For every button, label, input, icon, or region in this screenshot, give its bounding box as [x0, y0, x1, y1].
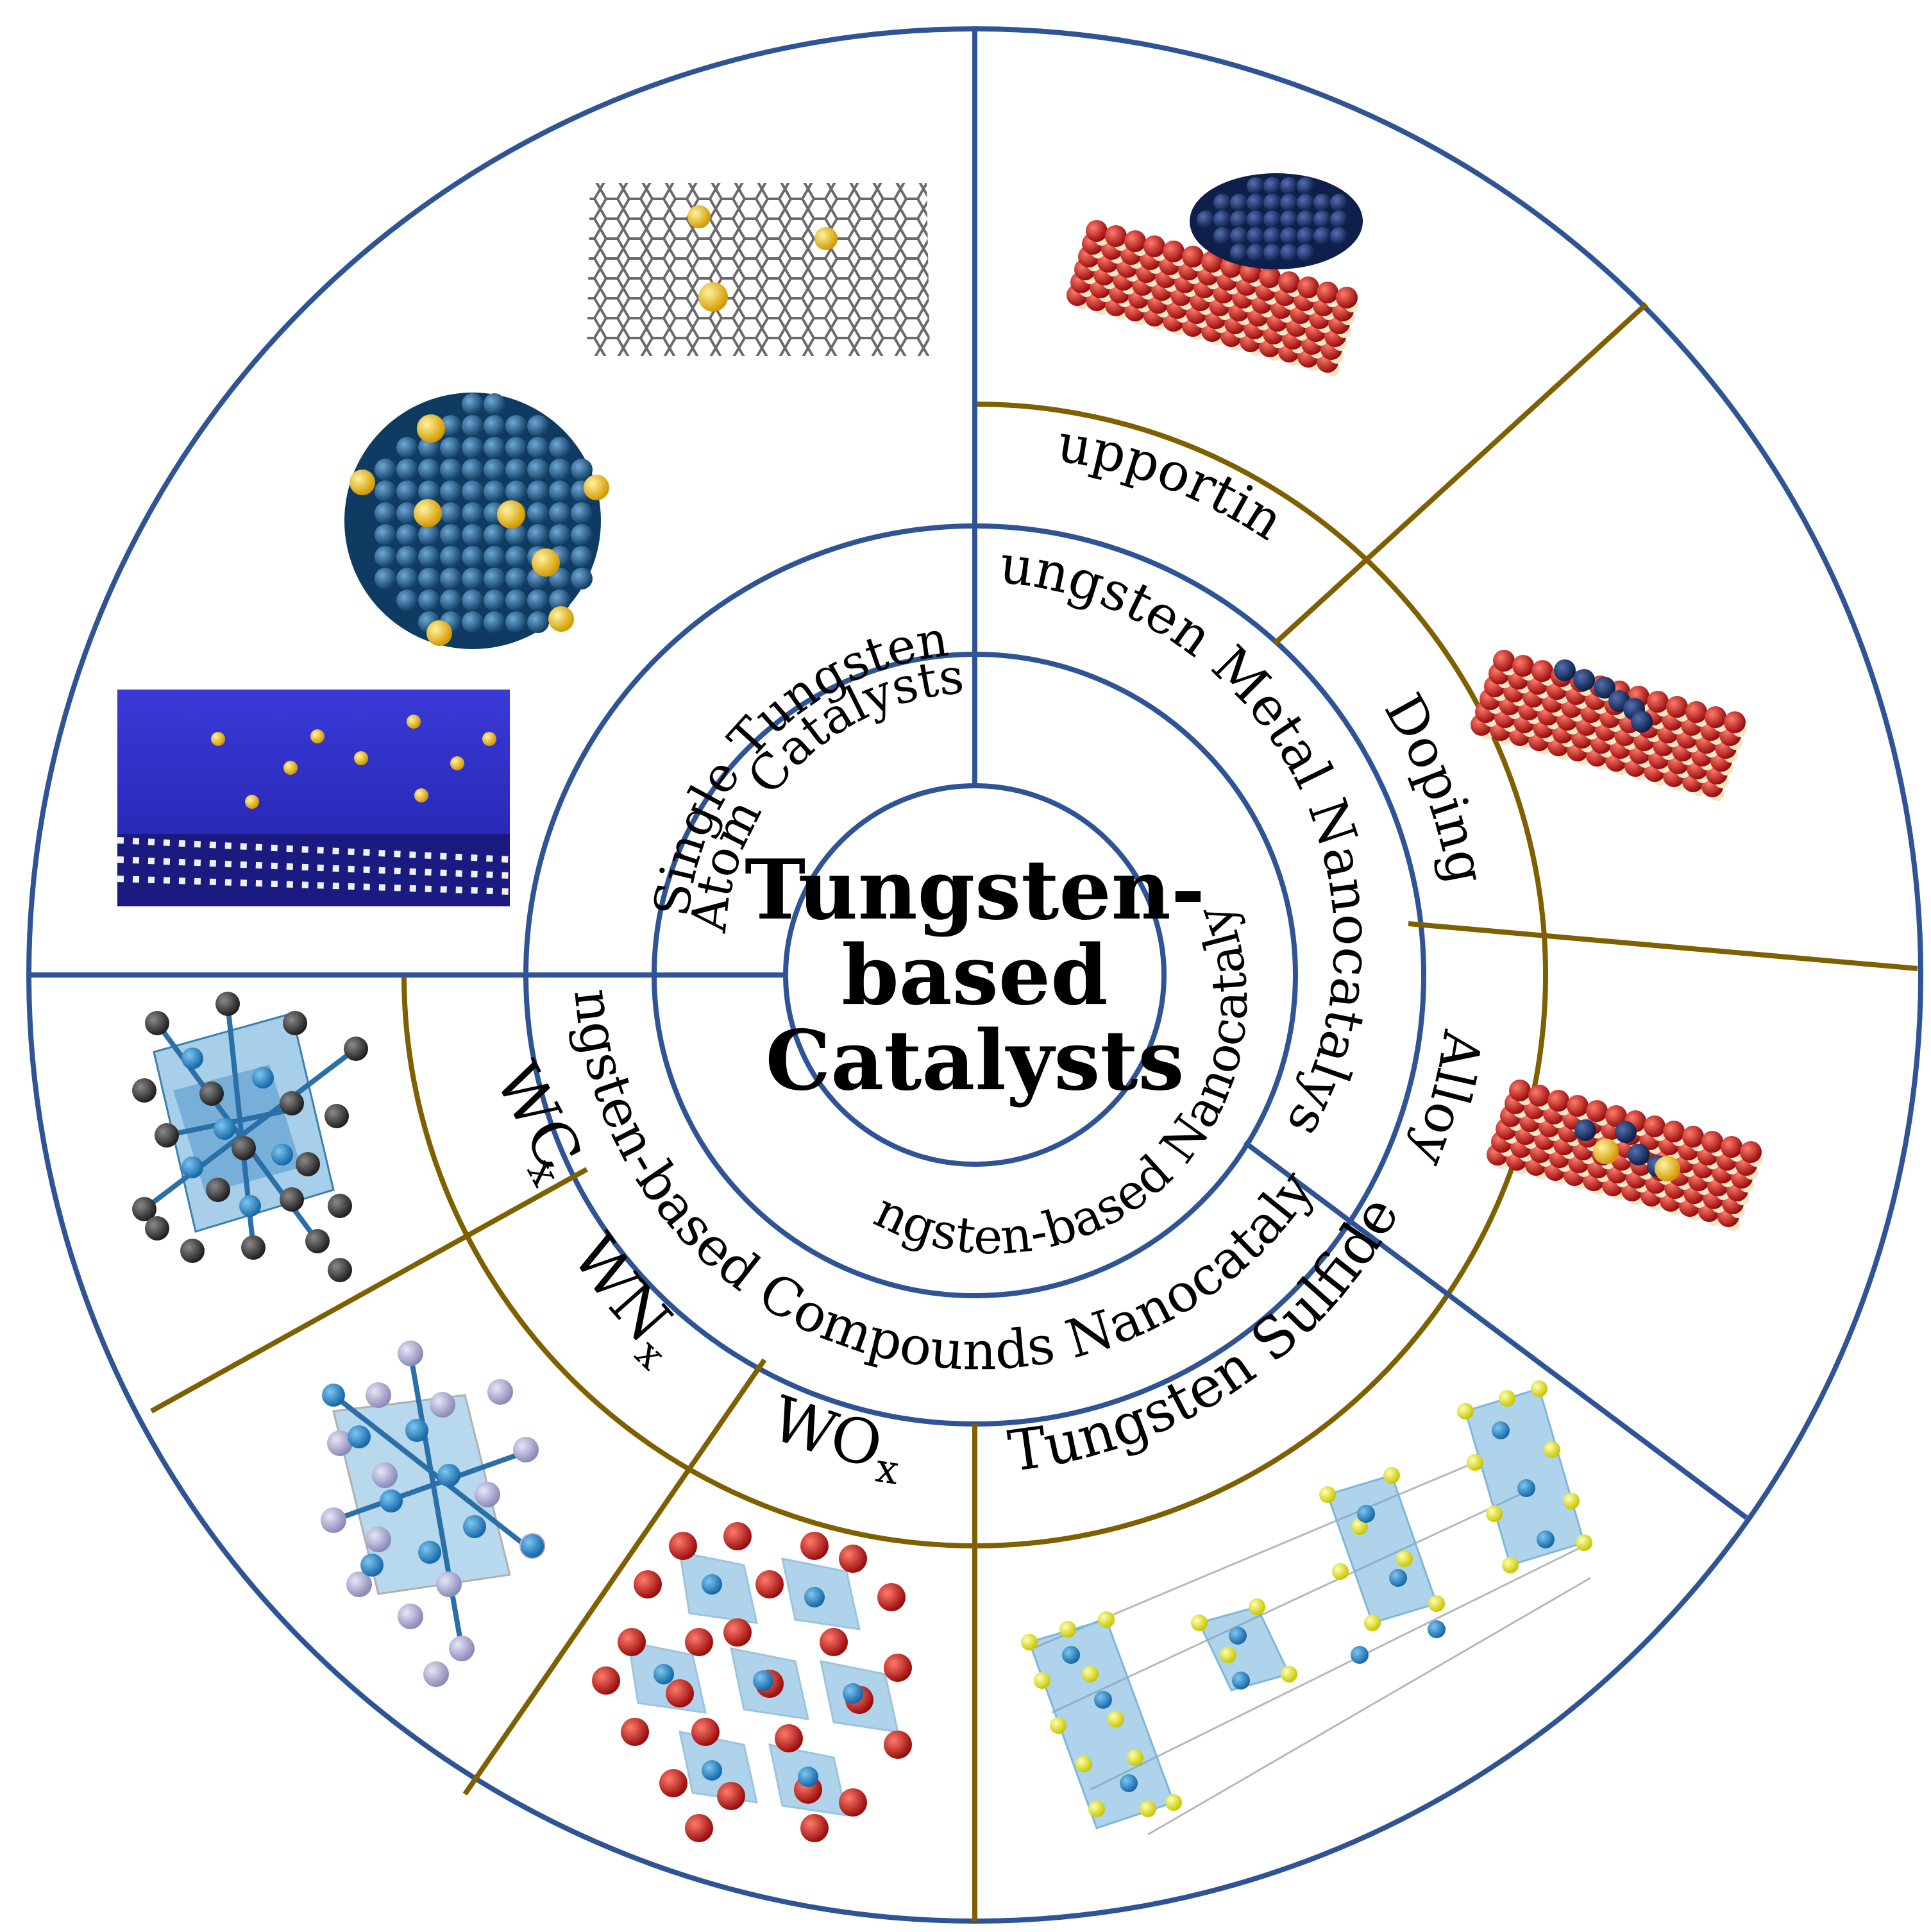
doping-image	[1471, 650, 1747, 801]
center-title-line3: Catalysts	[765, 1013, 1184, 1109]
label-wnx: WNx	[558, 1221, 685, 1378]
wcx-crystal-image	[132, 992, 368, 1282]
divider-doping-alloy	[1408, 921, 1918, 971]
ring-structure	[26, 26, 1923, 1924]
divider-supporting-doping	[1273, 302, 1648, 645]
center-title-line2: based	[841, 928, 1108, 1024]
divider-wcx-wnx	[150, 1167, 588, 1414]
alloy-image	[1487, 1080, 1763, 1231]
divider-wnx-wox	[462, 1358, 767, 1796]
wox-crystal-image	[592, 1522, 912, 1842]
graphene-single-atom-image	[587, 183, 930, 356]
label-wox: WOx	[762, 1382, 902, 1494]
sulfide-crystal-image	[1021, 1380, 1592, 1836]
center-title: Tungsten- based Catalysts	[745, 842, 1205, 1109]
label-alloy: Alloy	[1399, 1026, 1493, 1174]
wnx-crystal-image	[321, 1341, 545, 1687]
gold-arc-compounds	[401, 974, 1433, 1548]
slab-image	[117, 690, 510, 906]
nanoparticle-image	[344, 393, 609, 649]
center-title-line1: Tungsten-	[745, 842, 1205, 938]
supporting-image	[1067, 173, 1363, 377]
divider-lower-right	[1243, 1140, 1748, 1520]
